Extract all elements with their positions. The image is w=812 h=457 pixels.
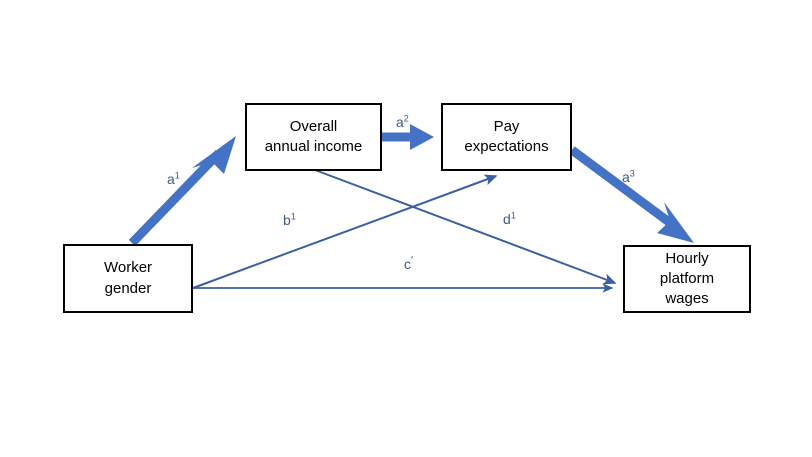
node-overall-annual-income-label: Overall annual income [264,117,363,155]
node-hourly-platform-wages[interactable]: Hourly platform wages [623,245,751,313]
path-label-d1-text: d [503,211,511,227]
node-worker-gender[interactable]: Worker gender [63,244,193,313]
path-arrow-a2 [382,124,434,150]
node-pay-expectations-label: Pay expectations [464,117,549,155]
node-worker-gender-label: Worker gender [103,259,153,297]
path-label-d1-sup: 1 [510,210,516,221]
path-arrow-d1 [314,169,617,285]
path-label-a1: a1 [167,171,180,187]
path-arrow-a1 [128,136,236,247]
path-label-a2-sup: 2 [403,113,409,124]
path-label-c-prime: c′ [404,254,414,272]
path-arrow-b1 [192,174,498,289]
node-pay-expectations[interactable]: Pay expectations [441,103,572,171]
path-label-a3: a3 [622,169,635,185]
path-label-b1: b1 [283,212,296,228]
node-overall-annual-income[interactable]: Overall annual income [245,103,382,171]
path-label-c-prime-text: c [404,256,411,272]
path-label-b1-sup: 1 [290,211,296,222]
node-hourly-platform-wages-label: Hourly platform wages [659,249,715,308]
path-label-b1-text: b [283,212,291,228]
path-label-a1-text: a [167,171,175,187]
path-label-a2-text: a [396,114,404,130]
path-label-a3-text: a [622,169,630,185]
path-label-a3-sup: 3 [629,168,635,179]
path-label-c-prime-sup: ′ [411,254,414,267]
path-arrow-a3 [569,146,694,243]
path-label-d1: d1 [503,211,516,227]
path-label-a1-sup: 1 [174,170,180,181]
path-label-a2: a2 [396,114,409,130]
